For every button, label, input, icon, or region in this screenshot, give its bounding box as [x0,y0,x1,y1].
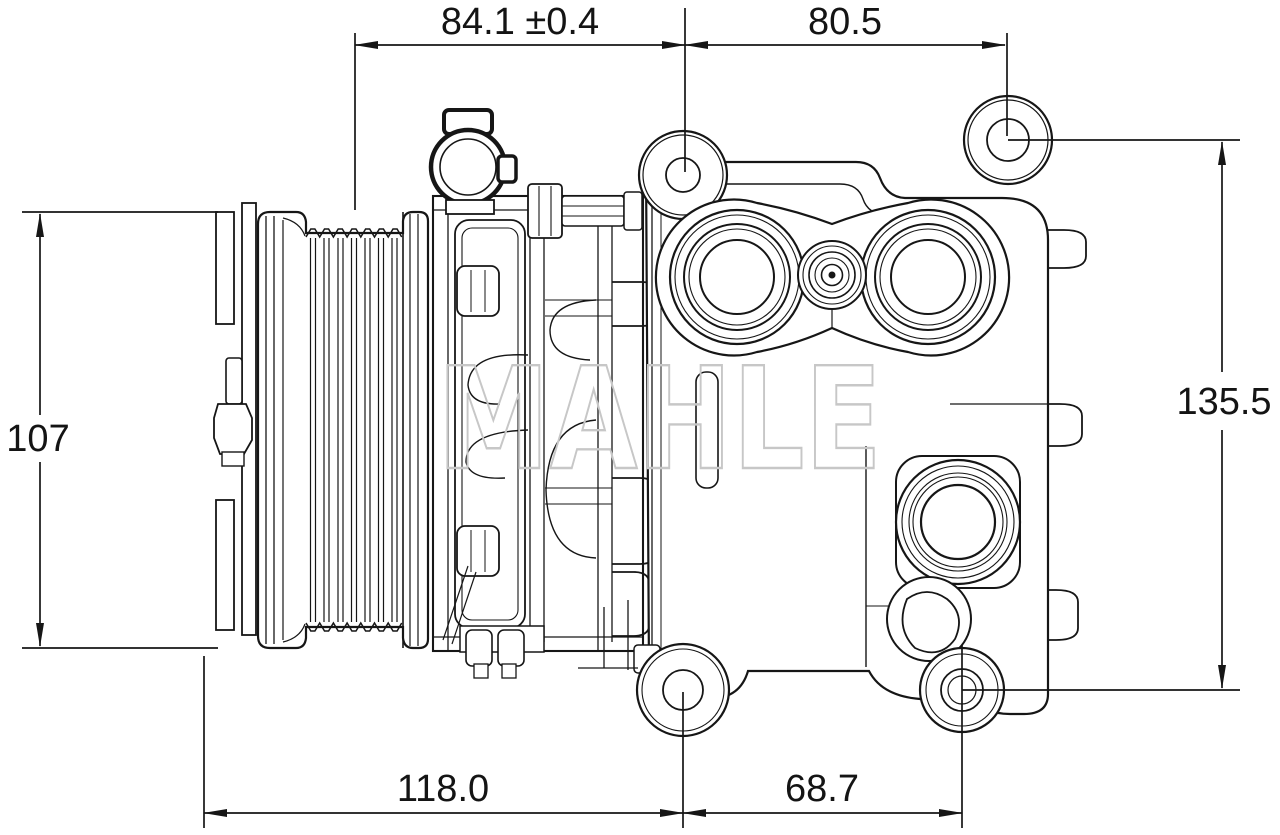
dimension-label-135-5: 135.5 [1176,381,1271,423]
bottom-bracket [459,625,545,679]
clutch-bolt-lower [456,525,500,577]
dimension-label-80-5: 80.5 [808,1,882,43]
clutch-plate [213,202,257,636]
mounting-ear-bottom-center [635,642,731,738]
belt-grooves-bottom [305,621,403,632]
dimension-label-107: 107 [6,418,69,460]
dimension-annotations: 84.1 ±0.4 80.5 107 135.5 [6,1,1272,828]
clutch-bolt-upper [456,265,500,317]
pulley [256,210,430,650]
dimension-top-right: 80.5 [684,1,1008,136]
dimension-label-118-0: 118.0 [397,768,489,810]
mounting-ear-top-center [637,129,729,221]
mount-nut [213,403,253,455]
mahle-watermark: MAHLE [437,338,882,502]
dimension-left: 107 [6,211,218,649]
discharge-port [859,208,997,346]
body-slot [695,371,719,489]
dimension-right: 135.5 [962,139,1272,691]
dimension-bottom: 118.0 68.7 [203,645,963,828]
dimension-label-84-1: 84.1 ±0.4 [441,1,599,43]
port-boss [654,198,1011,357]
top-bolt [527,183,643,239]
belt-grooves-top [305,228,403,239]
suction-port [668,208,806,346]
dimension-top-left: 84.1 ±0.4 [354,1,686,210]
dimension-label-68-7: 68.7 [785,768,859,810]
compressor-drawing [213,94,1087,738]
front-housing [428,108,659,679]
control-valve-port [797,240,867,329]
belt-groove-lines [309,238,398,622]
electrical-connector [428,108,518,215]
triangular-cutout [886,576,972,662]
rear-fitting-port [894,455,1022,589]
